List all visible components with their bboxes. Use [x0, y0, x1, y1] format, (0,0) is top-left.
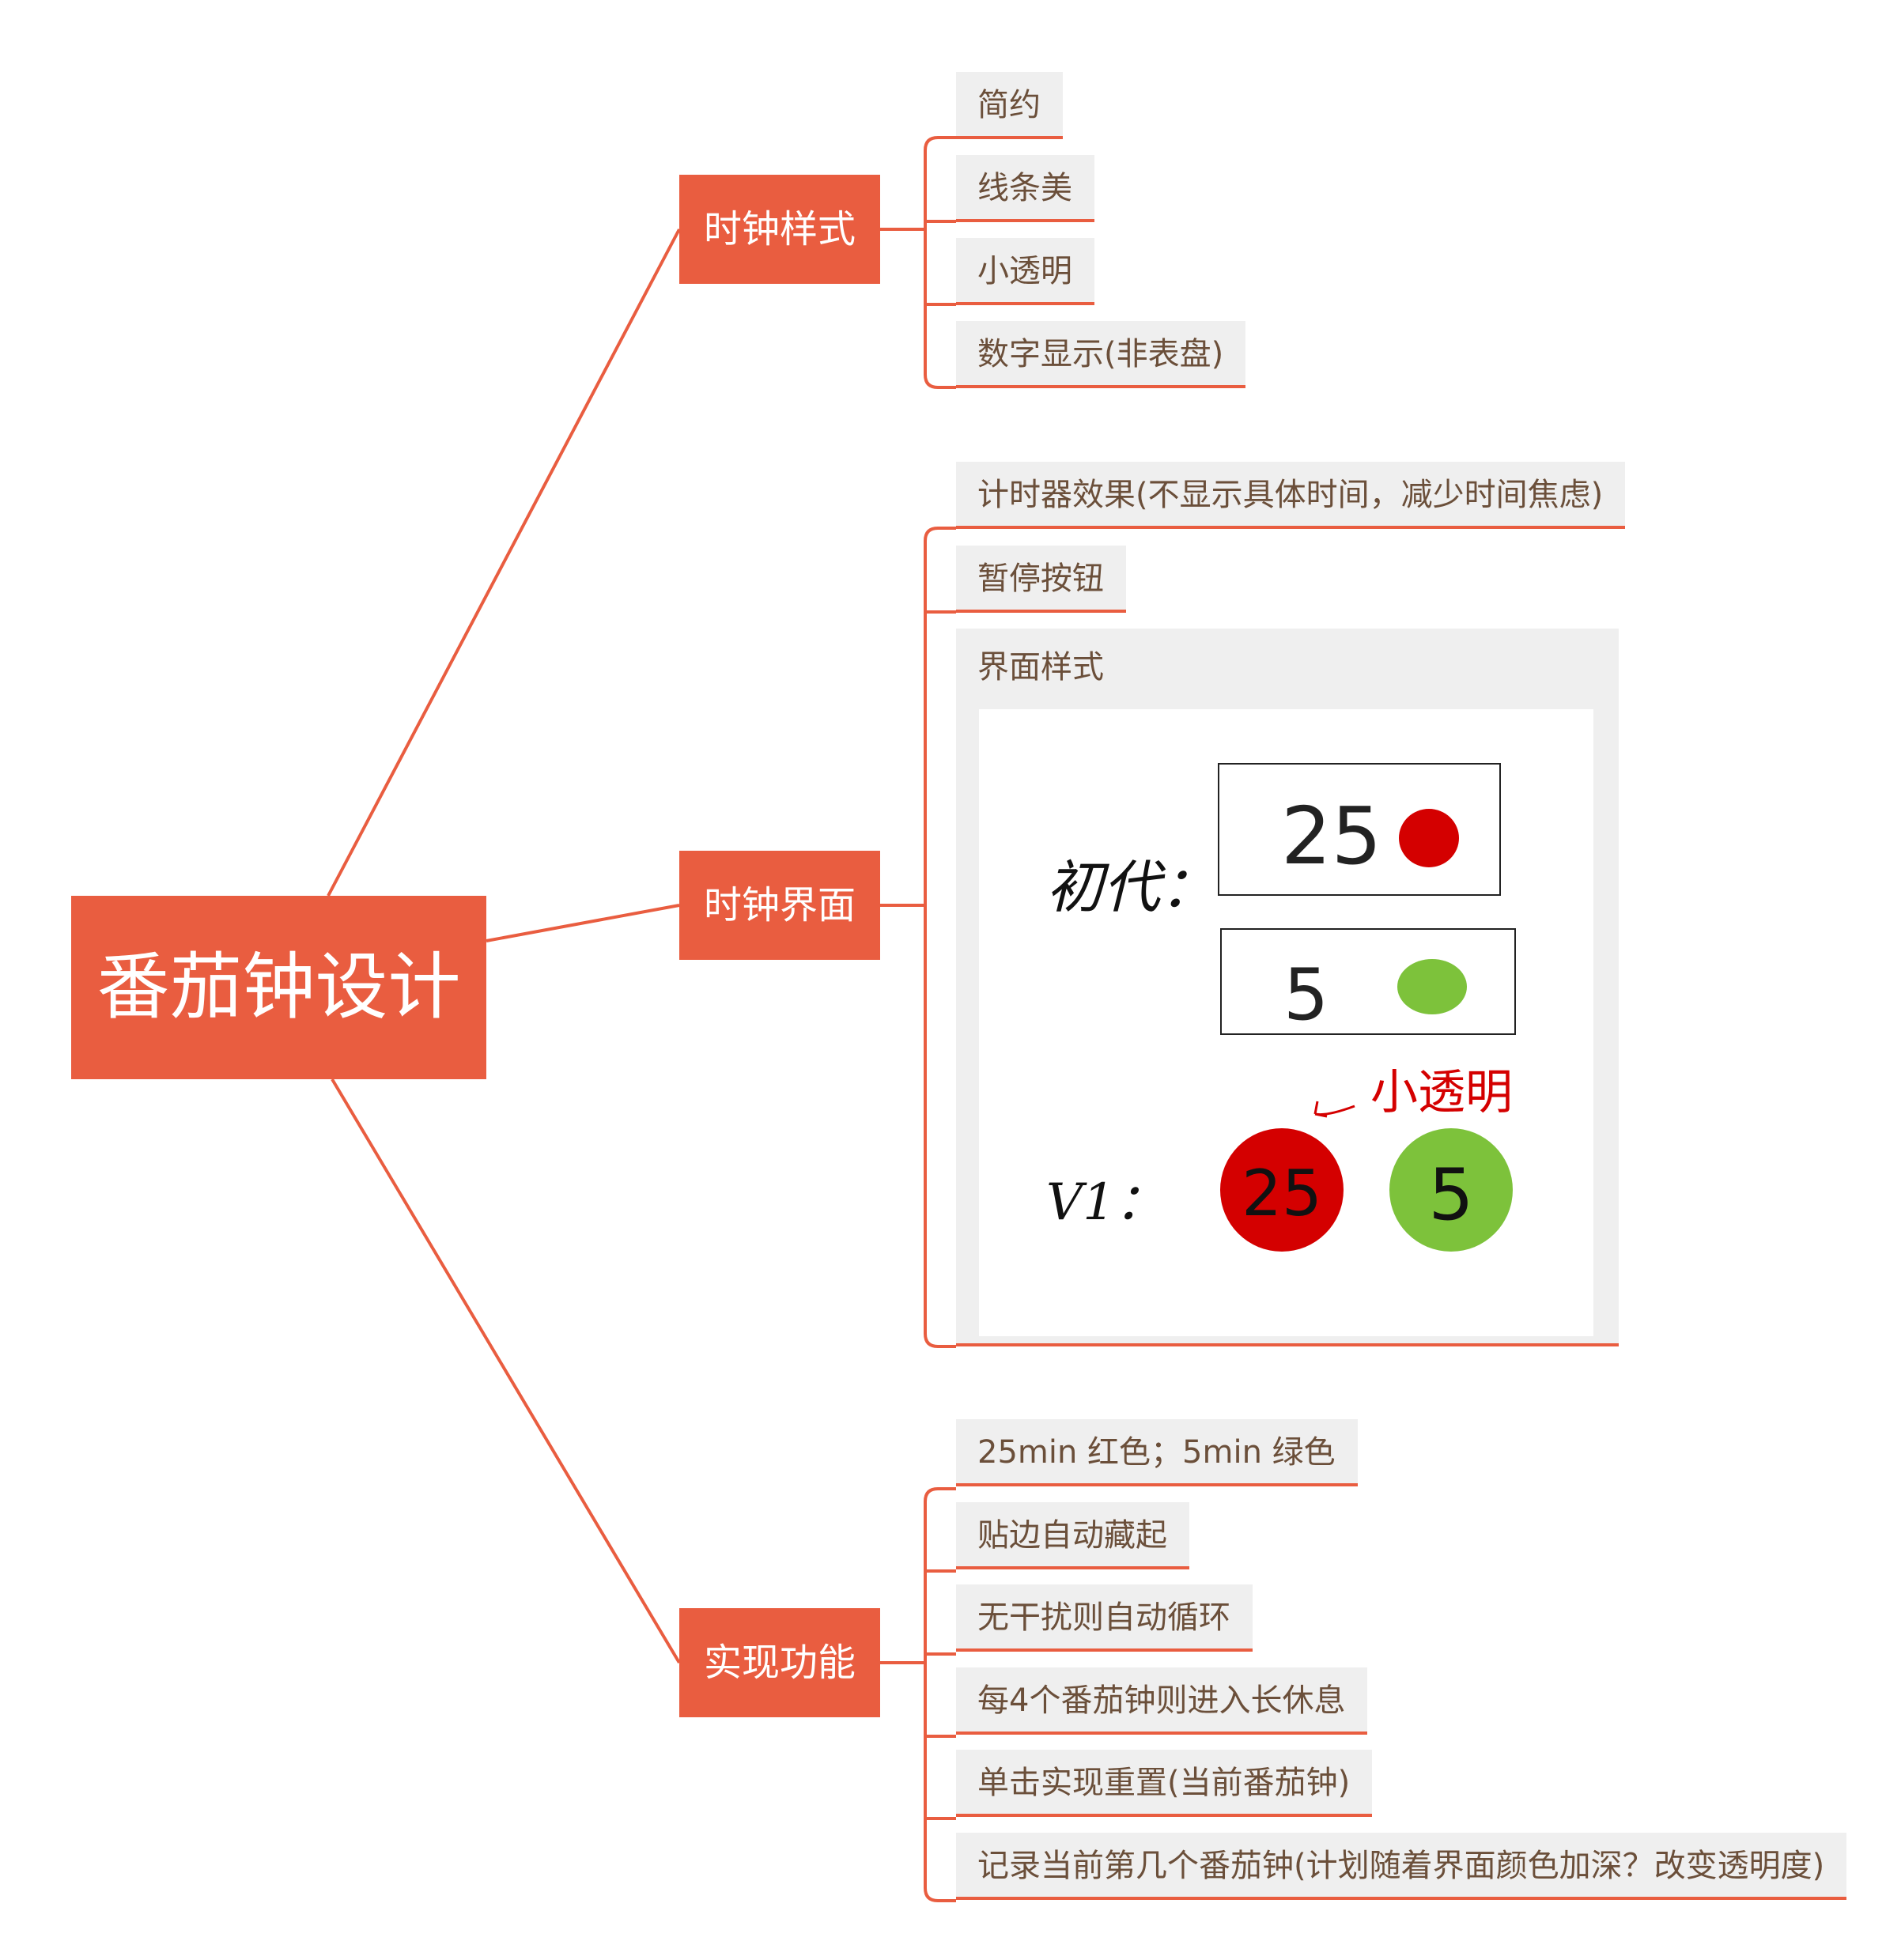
sketch-drawing: 初代： 25 5 V1： 25 5 小透明 — [1046, 763, 1516, 1252]
leaf-color-timing[interactable]: 25min 红色；5min 绿色 — [956, 1419, 1358, 1486]
connector-branch3-bracket — [924, 1487, 956, 1902]
connector-root-branch2 — [486, 904, 680, 942]
leaf-simple[interactable]: 简约 — [956, 72, 1063, 139]
leaf-pause-button[interactable]: 暂停按钮 — [956, 546, 1126, 613]
sketch-v0-label: 初代： — [1046, 854, 1217, 920]
branch-clock-interface[interactable]: 时钟界面 — [679, 851, 880, 960]
sketch-red-circle-number: 25 — [1242, 1157, 1322, 1230]
sketch-image: 初代： 25 5 V1： 25 5 小透明 — [979, 709, 1593, 1336]
sketch-green-dot — [1397, 959, 1467, 1014]
connector-branch1-bracket — [924, 136, 956, 389]
sketch-green-circle-number: 5 — [1428, 1154, 1473, 1237]
sketch-red-dot — [1399, 809, 1459, 867]
connector-branch2-bracket — [924, 527, 956, 1348]
leaf-line-beauty[interactable]: 线条美 — [956, 155, 1094, 222]
interface-style-label: 界面样式 — [977, 649, 1104, 685]
root-node[interactable]: 番茄钟设计 — [71, 896, 486, 1079]
leaf-timer-effect[interactable]: 计时器效果(不显示具体时间，减少时间焦虑) — [956, 462, 1626, 529]
leaf-auto-loop[interactable]: 无干扰则自动循环 — [956, 1584, 1253, 1652]
leaf-auto-hide[interactable]: 贴边自动藏起 — [956, 1502, 1189, 1569]
leaf-interface-style[interactable]: 界面样式 初代： 25 5 V1： 25 5 小透明 — [956, 629, 1619, 1346]
leaf-record-count[interactable]: 记录当前第几个番茄钟(计划随着界面颜色加深？改变透明度) — [956, 1833, 1847, 1900]
sketch-box1-number: 25 — [1281, 790, 1381, 882]
sketch-red-circle — [1220, 1128, 1344, 1252]
branch-clock-style[interactable]: 时钟样式 — [679, 175, 880, 284]
connector-root-branch3 — [331, 1078, 681, 1664]
leaf-click-reset[interactable]: 单击实现重置(当前番茄钟) — [956, 1750, 1373, 1817]
leaf-digital-display[interactable]: 数字显示(非表盘) — [956, 321, 1246, 388]
sketch-green-circle — [1389, 1128, 1513, 1252]
sketch-box-25 — [1218, 763, 1501, 896]
leaf-transparent[interactable]: 小透明 — [956, 238, 1094, 305]
leaf-long-break[interactable]: 每4个番茄钟则进入长休息 — [956, 1667, 1368, 1735]
sketch-annotation-arrow — [1313, 1101, 1355, 1118]
connector-root-branch1 — [327, 228, 681, 897]
sketch-box-5 — [1220, 928, 1516, 1035]
sketch-annotation: 小透明 — [1370, 1065, 1513, 1120]
sketch-v1-label: V1： — [1046, 1173, 1166, 1232]
branch-features[interactable]: 实现功能 — [679, 1608, 880, 1717]
sketch-box2-number: 5 — [1283, 954, 1329, 1037]
